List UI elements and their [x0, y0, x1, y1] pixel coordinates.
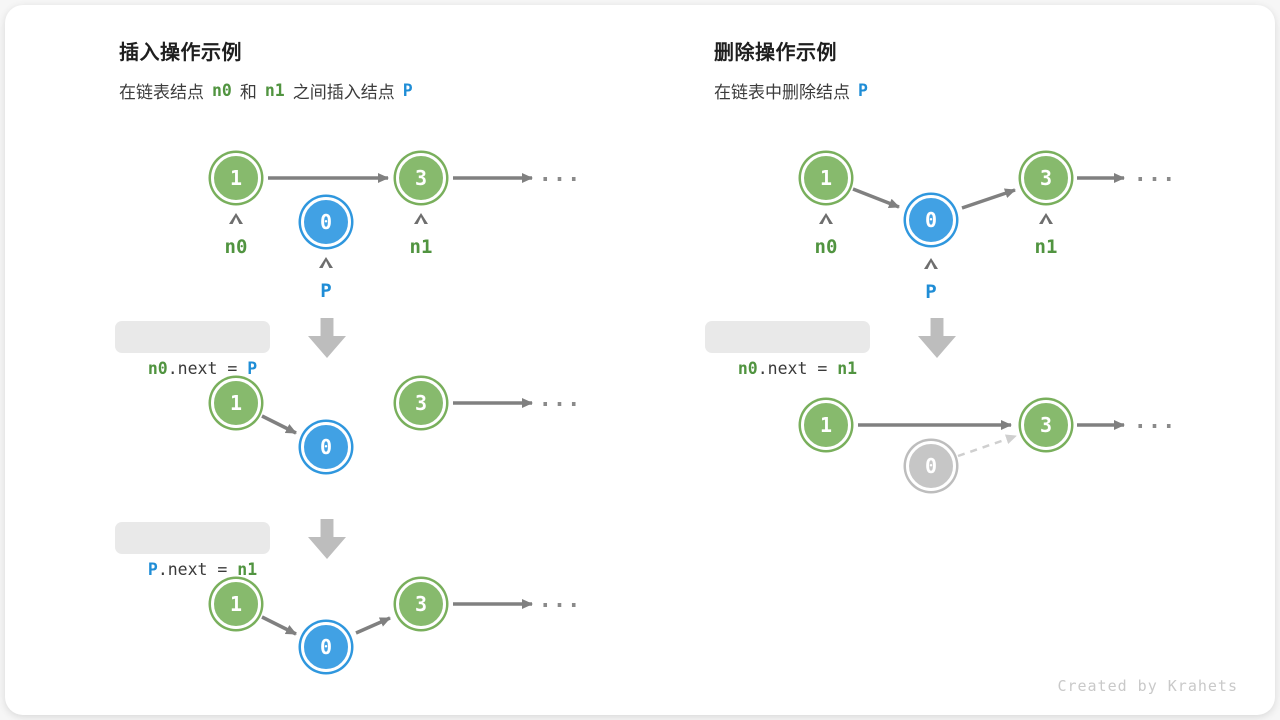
- subtitle-token-p: P: [858, 81, 868, 100]
- code-statement: P.next = n1: [115, 522, 271, 579]
- ellipsis-rest: ...: [538, 588, 582, 613]
- ellipsis-rest: ...: [1133, 409, 1177, 434]
- removed-node: 0: [906, 441, 956, 491]
- list-node: 3: [396, 378, 446, 428]
- pointer-label-n0: n0: [814, 236, 838, 258]
- inserted-node: 0: [301, 622, 351, 672]
- subtitle-text: 和: [239, 83, 257, 102]
- ellipsis-rest: ...: [538, 162, 582, 187]
- node-value: 0: [319, 435, 333, 459]
- code-rhs: n1: [837, 359, 858, 378]
- ellipsis-rest: ...: [1133, 162, 1177, 187]
- node-value: 1: [229, 592, 243, 616]
- subtitle-token-n0: n0: [212, 81, 232, 100]
- code-lhs: n0: [737, 359, 758, 378]
- target-node: 0: [906, 195, 956, 245]
- ellipsis-rest: ...: [538, 387, 582, 412]
- inserted-node: 0: [301, 197, 351, 247]
- insert-panel-subtitle: 在链表结点 n0 和 n1 之间插入结点 P: [119, 78, 421, 103]
- code-rhs: n1: [237, 560, 258, 579]
- subtitle-text: 在链表中删除结点: [714, 83, 850, 102]
- subtitle-text: 之间插入结点: [292, 83, 395, 102]
- list-node: 3: [1021, 153, 1071, 203]
- node-value: 3: [1039, 166, 1053, 190]
- subtitle-text: 在链表结点: [119, 83, 204, 102]
- code-op: .next =: [167, 359, 248, 378]
- list-node: 3: [1021, 400, 1071, 450]
- node-value: 1: [229, 391, 243, 415]
- code-statement: n0.next = n1: [705, 321, 871, 378]
- pointer-label-p: P: [320, 280, 332, 302]
- code-lhs: n0: [147, 359, 168, 378]
- code-lhs: P: [147, 560, 158, 579]
- node-value: 0: [924, 454, 938, 478]
- node-value: 0: [319, 635, 333, 659]
- subtitle-token-p: P: [402, 81, 413, 100]
- pointer-label-n0: n0: [224, 236, 248, 258]
- list-node: 1: [211, 153, 261, 203]
- pointer-label-p: P: [925, 281, 937, 303]
- delete-panel-title: 删除操作示例: [714, 42, 837, 64]
- node-value: 1: [229, 166, 243, 190]
- subtitle-token-n1: n1: [264, 81, 285, 100]
- delete-panel-subtitle: 在链表中删除结点 P: [714, 78, 876, 103]
- node-value: 3: [414, 166, 428, 190]
- node-value: 0: [319, 210, 333, 234]
- list-node: 1: [211, 378, 261, 428]
- pointer-label-n1: n1: [409, 236, 433, 258]
- insert-panel-title: 插入操作示例: [119, 42, 242, 64]
- pointer-label-n1: n1: [1034, 236, 1058, 258]
- node-value: 0: [924, 208, 938, 232]
- list-node: 3: [396, 153, 446, 203]
- list-node: 3: [396, 579, 446, 629]
- code-op: .next =: [157, 560, 238, 579]
- node-value: 3: [414, 391, 428, 415]
- node-value: 1: [819, 413, 833, 437]
- node-value: 3: [1039, 413, 1053, 437]
- node-value: 1: [819, 166, 833, 190]
- node-value: 3: [414, 592, 428, 616]
- credit-text: Created by Krahets: [1057, 677, 1238, 695]
- list-node: 1: [801, 400, 851, 450]
- code-op: .next =: [757, 359, 838, 378]
- list-node: 1: [211, 579, 261, 629]
- code-statement: n0.next = P: [115, 321, 271, 378]
- list-node: 1: [801, 153, 851, 203]
- code-rhs: P: [247, 359, 258, 378]
- inserted-node: 0: [301, 422, 351, 472]
